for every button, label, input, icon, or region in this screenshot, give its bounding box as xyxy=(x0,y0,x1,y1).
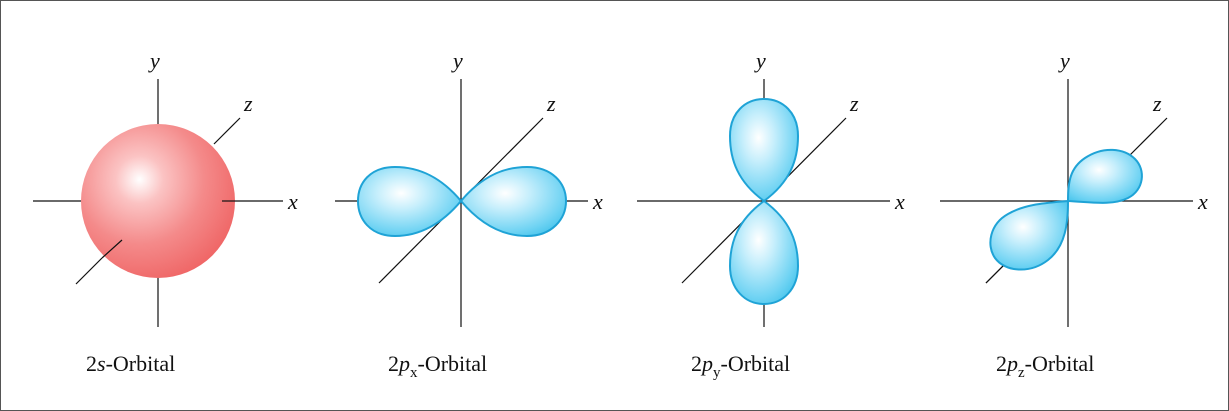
x-axis-label: x xyxy=(1197,189,1208,214)
x-axis-label: x xyxy=(894,189,905,214)
z-axis-label: z xyxy=(546,91,556,116)
orbital-caption: 2py-Orbital xyxy=(691,351,790,381)
z-axis-line xyxy=(213,117,241,145)
z-axis-line xyxy=(1129,117,1168,156)
x-axis-label: x xyxy=(592,189,603,214)
p-orbital-lobe-positive-x xyxy=(459,165,568,238)
p-orbital-lobe-positive-z xyxy=(1066,148,1143,204)
z-axis-label: z xyxy=(1152,91,1162,116)
p-orbital-lobe-positive-y xyxy=(728,97,800,203)
s-orbital-sphere xyxy=(81,124,235,278)
z-axis-line xyxy=(985,265,1004,284)
orbital-caption: 2s-Orbital xyxy=(86,351,175,376)
y-axis-label: y xyxy=(148,48,160,73)
orbital-caption: 2pz-Orbital xyxy=(996,351,1094,381)
panel-2s: y z x 2s-Orbital xyxy=(33,48,298,376)
panel-2px: y z x 2px-Orbital xyxy=(335,48,603,381)
panel-2py: y z x 2py-Orbital xyxy=(637,48,905,381)
z-axis-line xyxy=(101,239,123,259)
z-axis-label: z xyxy=(849,91,859,116)
panel-2pz: y z x 2pz-Orbital xyxy=(940,48,1208,381)
y-axis-label: y xyxy=(754,48,766,73)
p-orbital-lobe-negative-y xyxy=(728,199,800,306)
z-axis-label: z xyxy=(243,91,253,116)
orbital-caption: 2px-Orbital xyxy=(388,351,487,381)
z-axis-line xyxy=(75,257,103,285)
p-orbital-lobe-negative-x xyxy=(356,165,463,238)
x-axis-label: x xyxy=(287,189,298,214)
y-axis-label: y xyxy=(1058,48,1070,73)
y-axis-label: y xyxy=(451,48,463,73)
p-orbital-lobe-negative-z xyxy=(989,199,1070,271)
